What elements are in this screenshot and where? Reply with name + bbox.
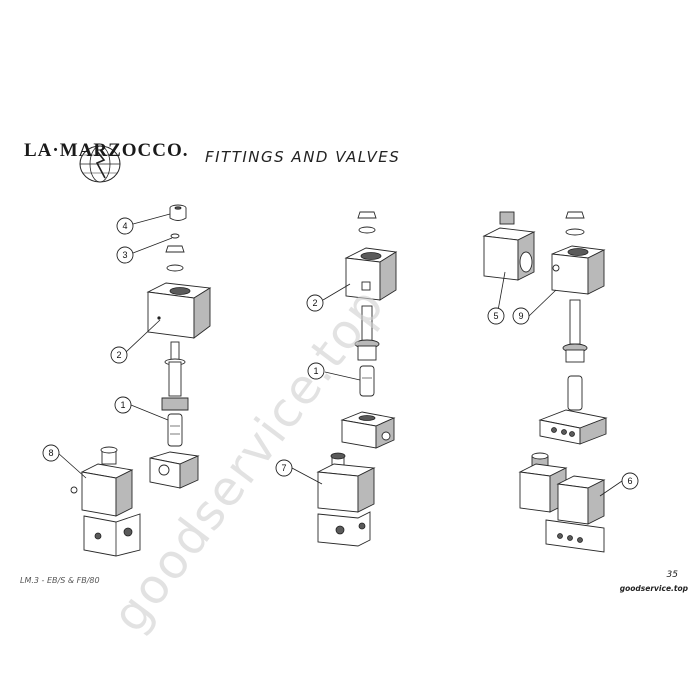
valve-assembly-8 — [70, 446, 141, 557]
svg-text:2: 2 — [312, 298, 317, 308]
plunger-part — [359, 365, 375, 397]
footer-website: goodservice.top — [619, 584, 688, 593]
o-ring-part — [565, 228, 585, 236]
svg-text:7: 7 — [281, 463, 286, 473]
valve-assembly-6 — [518, 452, 606, 553]
coil-part — [344, 247, 398, 301]
svg-text:6: 6 — [627, 476, 632, 486]
o-ring-part — [166, 264, 184, 272]
brand-logo-text: LA·MARZOCCO. — [24, 140, 189, 161]
small-nut-part — [165, 245, 185, 253]
callout-1: 1 — [114, 396, 132, 414]
callout-5: 5 — [487, 307, 505, 325]
svg-text:3: 3 — [122, 250, 127, 260]
nut-part — [357, 211, 377, 219]
middle-assembly — [316, 211, 398, 547]
callout-8: 8 — [42, 444, 60, 462]
svg-text:4: 4 — [122, 221, 127, 231]
callout-4: 4 — [116, 217, 134, 235]
manifold-part — [538, 409, 608, 445]
washer-part — [170, 233, 180, 239]
callout-1-middle: 1 — [307, 362, 325, 380]
o-ring-part — [358, 226, 376, 234]
left-assembly — [70, 204, 212, 557]
callout-7: 7 — [275, 459, 293, 477]
callout-9: 9 — [512, 307, 530, 325]
tube-part — [161, 341, 189, 411]
callout-2-middle: 2 — [306, 294, 324, 312]
tube-part — [562, 299, 588, 363]
callout-3: 3 — [116, 246, 134, 264]
base-block-part — [149, 451, 200, 489]
tube-part — [354, 305, 380, 361]
callout-2: 2 — [110, 346, 128, 364]
base-block-part — [340, 411, 396, 449]
svg-text:1: 1 — [120, 400, 125, 410]
valve-assembly-7 — [316, 452, 376, 547]
svg-text:2: 2 — [116, 350, 121, 360]
model-reference: LM.3 - EB/S & FB/80 — [20, 576, 100, 585]
nut-part — [169, 204, 187, 221]
plunger-part — [567, 375, 583, 411]
globe-logo-icon — [79, 145, 121, 183]
nut-part — [565, 211, 585, 219]
plunger-part — [167, 413, 183, 447]
coil-9 — [551, 245, 606, 295]
coil-part — [146, 282, 212, 339]
svg-text:8: 8 — [48, 448, 53, 458]
svg-text:1: 1 — [313, 366, 318, 376]
callout-6: 6 — [621, 472, 639, 490]
page-number: 35 — [666, 570, 678, 580]
page-title: FITTINGS AND VALVES — [205, 148, 401, 166]
right-assembly — [482, 211, 608, 553]
svg-text:9: 9 — [518, 311, 523, 321]
coil-5 — [482, 211, 536, 281]
svg-text:5: 5 — [493, 311, 498, 321]
